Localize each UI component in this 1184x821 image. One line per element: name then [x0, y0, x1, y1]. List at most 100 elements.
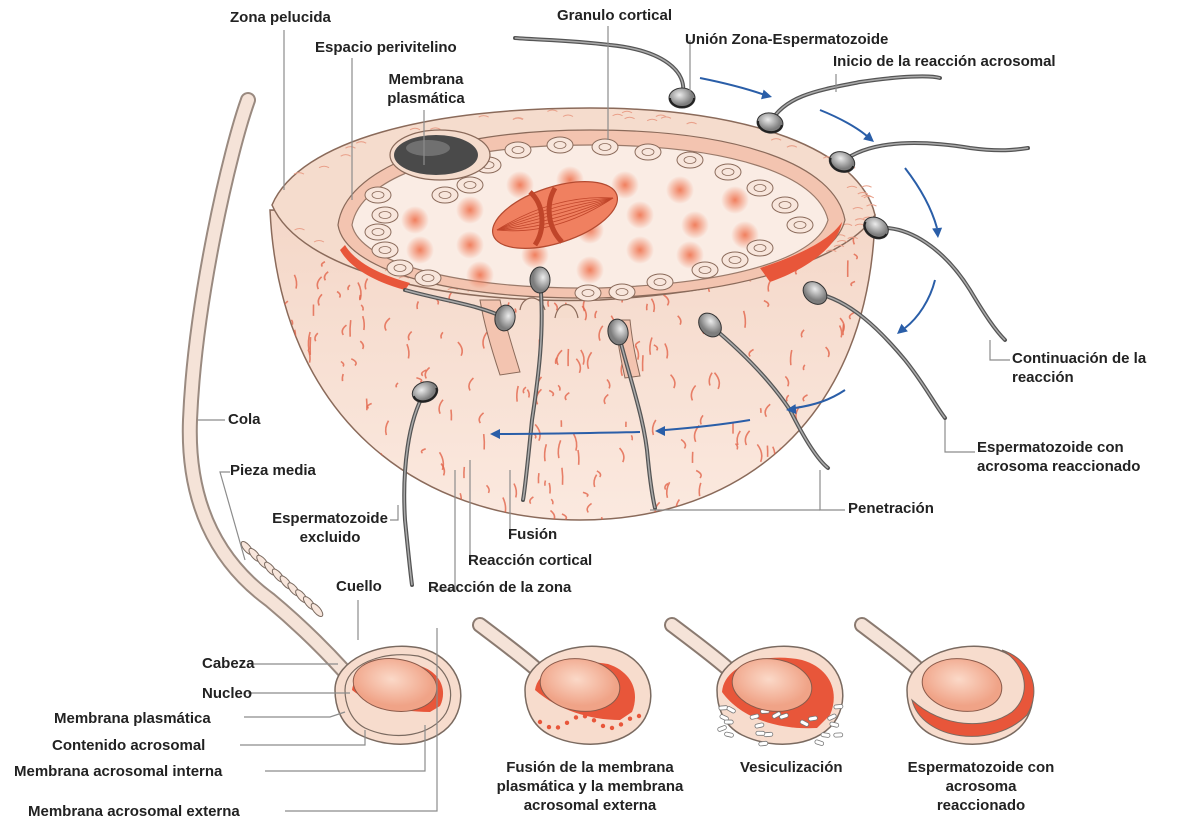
- label-line: reacción: [1012, 368, 1146, 387]
- stage-vesicle: [592, 718, 596, 722]
- zona-fiber: [631, 435, 632, 440]
- zona-fiber: [769, 515, 772, 522]
- leader-line: [820, 470, 845, 510]
- zona-fiber: [399, 502, 400, 517]
- label-reaccion-cortical: Reacción cortical: [468, 551, 592, 570]
- cortical-granule: [609, 284, 635, 300]
- sperm-tail-highlight: [515, 38, 683, 98]
- zona-fiber: [545, 481, 546, 486]
- label-line: acrosoma reaccionado: [977, 457, 1140, 476]
- cortical-granule: [387, 260, 413, 276]
- zona-fiber: [781, 448, 782, 465]
- sperm: [826, 143, 1028, 176]
- zona-fiber: [836, 449, 840, 457]
- cortical-granule: [747, 240, 773, 256]
- label-reaccion-zona: Reacción de la zona: [428, 578, 571, 597]
- stage-vesicle: [759, 741, 768, 746]
- stage-vesicle: [574, 715, 578, 719]
- label-cabeza: Cabeza: [202, 654, 255, 673]
- sperm-head: [669, 88, 695, 108]
- arrow-head: [761, 90, 773, 102]
- zona-fiber: [858, 336, 860, 353]
- leader-line: [945, 420, 975, 452]
- label-membrana-plasmatica: Membrana plasmática: [54, 709, 211, 728]
- zona-fiber: [850, 462, 855, 469]
- zona-fiber: [841, 379, 846, 388]
- sperm: [515, 38, 695, 108]
- label-zona-pelucida: Zona pelucida: [230, 8, 331, 27]
- stage-vesicle: [756, 731, 765, 735]
- stage-neck-inner: [862, 625, 917, 668]
- zona-fiber: [578, 450, 579, 465]
- cytoplasm-spot: [576, 256, 604, 284]
- zona-fiber: [515, 309, 516, 313]
- label-line: Membrana: [378, 70, 474, 89]
- cortical-granule: [372, 242, 398, 258]
- cortical-granule: [505, 142, 531, 158]
- stage-vesicle: [821, 732, 830, 737]
- cortical-granule: [457, 177, 483, 193]
- stage-vesicle: [565, 721, 569, 725]
- zona-fiber: [802, 505, 803, 522]
- stage-neck-inner: [480, 625, 535, 668]
- label-line: Continuación de la: [1012, 349, 1146, 368]
- sperm-head: [530, 267, 550, 293]
- rim-fiber: [862, 186, 872, 188]
- label-line: plasmática y la membrana: [470, 777, 710, 796]
- leader-line: [390, 505, 398, 520]
- stage-vesicle: [556, 725, 560, 729]
- label-membrana-plasmatica-ovocito: Membrana plasmática: [378, 70, 474, 108]
- label-penetracion: Penetración: [848, 499, 934, 518]
- cortical-granule: [722, 252, 748, 268]
- cytoplasm-spot: [401, 206, 429, 234]
- stage-vesicle: [719, 706, 728, 711]
- cortical-granule: [415, 270, 441, 286]
- zona-fiber: [782, 488, 785, 503]
- zona-fiber: [846, 407, 848, 416]
- zona-fiber: [321, 486, 325, 491]
- cortical-granule: [677, 152, 703, 168]
- label-inicio-reaccion-acrosomal: Inicio de la reacción acrosomal: [833, 52, 1056, 71]
- stage-vesicle: [547, 725, 551, 729]
- cytoplasm-spot: [626, 236, 654, 264]
- label-espacio-perivitelino: Espacio perivitelino: [315, 38, 457, 57]
- cytoplasm-spot: [681, 211, 709, 239]
- cytoplasm-spot: [466, 261, 494, 289]
- zona-fiber: [443, 500, 444, 518]
- sperm-tail: [515, 38, 683, 98]
- zona-fiber: [865, 354, 870, 366]
- zona-fiber: [334, 445, 337, 452]
- label-membrana-acrosomal-externa: Membrana acrosomal externa: [28, 802, 240, 821]
- sperm-tail-highlight: [876, 228, 1005, 340]
- label-granulo-cortical: Granulo cortical: [557, 6, 672, 25]
- cortical-granule: [692, 262, 718, 278]
- cytoplasm-spot: [456, 196, 484, 224]
- label-contenido-acrosomal: Contenido acrosomal: [52, 736, 205, 755]
- stage-vesicle: [834, 733, 843, 737]
- label-cuello: Cuello: [336, 577, 382, 596]
- cytoplasm-spot: [406, 236, 434, 264]
- cytoplasm-spot: [456, 231, 484, 259]
- zona-fiber: [848, 489, 851, 495]
- arrow-path: [700, 78, 765, 95]
- zona-fiber: [538, 473, 539, 483]
- cortical-granule: [787, 217, 813, 233]
- sperm-head-shape: [530, 267, 550, 293]
- acrosome-stage: [672, 625, 843, 746]
- label-fusion: Fusión: [508, 525, 557, 544]
- cortical-granule: [365, 224, 391, 240]
- zona-fiber: [449, 520, 454, 524]
- cortical-granule: [575, 285, 601, 301]
- zona-fiber: [380, 461, 381, 473]
- cortical-granule: [715, 164, 741, 180]
- label-membrana-acrosomal-interna: Membrana acrosomal interna: [14, 762, 222, 781]
- stage-vesicle: [814, 739, 824, 746]
- label-union-zona-espermatozoide: Unión Zona-Espermatozoide: [685, 30, 888, 49]
- arrow-head: [932, 228, 943, 239]
- stage-vesicle: [538, 720, 542, 724]
- cortical-granule: [772, 197, 798, 213]
- stage-vesicle: [834, 704, 843, 709]
- label-pieza-media: Pieza media: [230, 461, 316, 480]
- label-line: acrosomal externa: [470, 796, 710, 815]
